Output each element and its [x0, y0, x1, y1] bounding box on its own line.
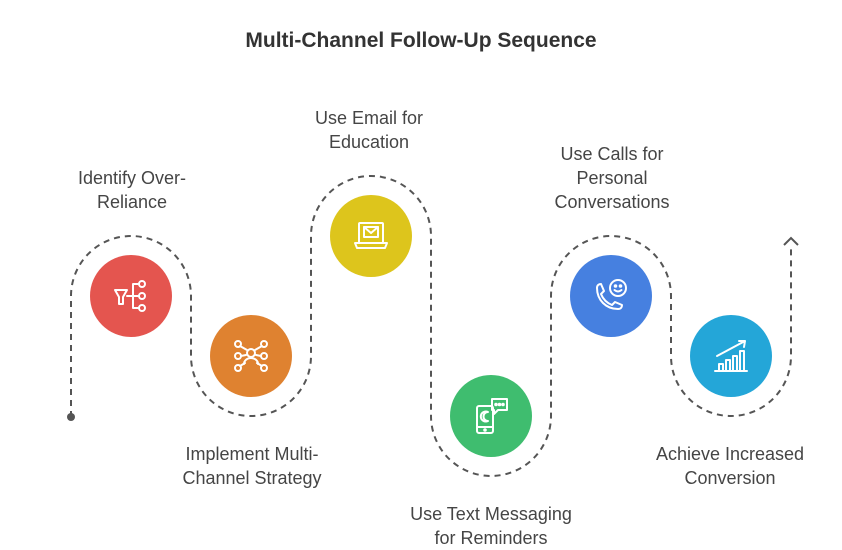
step-node-text [450, 375, 532, 457]
person-network-icon [234, 340, 268, 372]
step-node-implement [210, 315, 292, 397]
page-title: Multi-Channel Follow-Up Sequence [245, 29, 597, 52]
phone-chat-icon [476, 398, 508, 434]
step-node-email [330, 195, 412, 277]
laptop-email-icon [354, 222, 388, 249]
path-end-arrow [783, 236, 799, 246]
step-node-calls [570, 255, 652, 337]
path-start-dot [67, 413, 75, 421]
step-node-conversion [690, 315, 772, 397]
step-node-identify [90, 255, 172, 337]
step-label-identify: Identify Over-Reliance [77, 168, 187, 212]
growth-chart-icon [714, 340, 748, 372]
phone-call-smile-icon [596, 279, 627, 310]
step-label-implement: Implement Multi-Channel Strategy [182, 444, 322, 488]
funnel-network-icon [114, 280, 146, 312]
